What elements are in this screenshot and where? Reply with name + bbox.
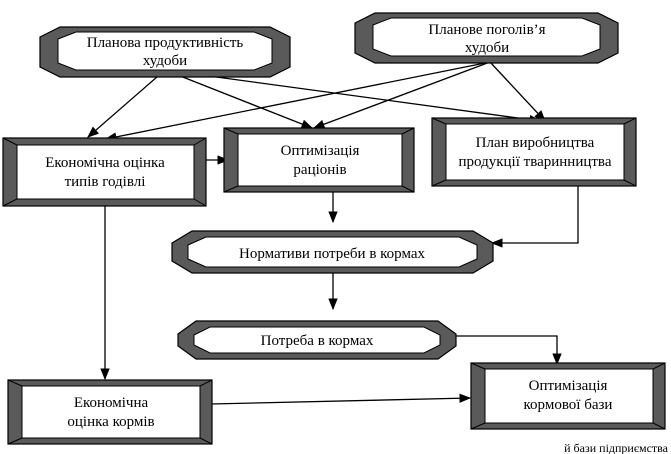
node-planned-livestock: Планове поголів’я худоби bbox=[354, 12, 619, 64]
arrow-livestock-to-production-plan bbox=[489, 61, 546, 122]
node-production-plan-line-1: План виробництва bbox=[476, 135, 595, 151]
connectors bbox=[87, 61, 579, 405]
node-planned-productivity: Планова продуктивність худоби bbox=[39, 26, 291, 78]
node-feeding-types-eval-line-1: Економічна оцінка bbox=[45, 155, 165, 171]
node-planned-livestock-line-2: худоби bbox=[465, 40, 509, 56]
node-production-plan: План виробництва продукції тваринництва bbox=[431, 117, 637, 187]
node-feed-eval: Економічна оцінка кормів bbox=[7, 379, 213, 445]
node-feed-norms-line-1: Нормативи потреби в кормах bbox=[239, 246, 426, 262]
node-planned-productivity-line-1: Планова продуктивність bbox=[87, 35, 244, 51]
arrow-productivity-to-ration bbox=[164, 69, 314, 129]
arrow-feed-eval-to-feed-base bbox=[210, 393, 472, 405]
arrow-livestock-to-feeding-eval bbox=[104, 61, 491, 142]
footer-fragment: й бази підприємства bbox=[564, 441, 669, 454]
arrow-production-plan-to-norms bbox=[490, 185, 579, 248]
node-feed-norms: Нормативи потреби в кормах bbox=[171, 230, 494, 274]
arrow-need-to-feed-base bbox=[455, 335, 562, 366]
node-feeding-types-eval-line-2: типів годівлі bbox=[65, 174, 146, 190]
node-production-plan-line-2: продукції тваринництва bbox=[459, 154, 612, 170]
node-ration-optimization: Оптимізація раціонів bbox=[223, 127, 415, 193]
node-feed-eval-line-2: оцінка кормів bbox=[67, 414, 154, 430]
node-ration-optimization-line-2: раціонів bbox=[293, 162, 346, 178]
node-feed-eval-line-1: Економічна bbox=[74, 395, 149, 411]
node-feeding-types-eval: Економічна оцінка типів годівлі bbox=[2, 137, 207, 207]
node-planned-livestock-line-1: Планове поголів’я bbox=[428, 22, 545, 38]
arrow-livestock-to-ration bbox=[312, 61, 491, 129]
arrow-productivity-to-production-plan bbox=[164, 69, 542, 125]
node-feed-need-line-1: Потреба в кормах bbox=[261, 333, 374, 349]
arrow-productivity-to-feeding-eval bbox=[87, 69, 166, 138]
node-ration-optimization-line-1: Оптимізація bbox=[281, 143, 360, 159]
node-feed-need: Потреба в кормах bbox=[177, 320, 457, 360]
node-feed-base-optimization-line-2: кормової бази bbox=[524, 397, 613, 413]
node-planned-productivity-line-2: худоби bbox=[143, 53, 187, 69]
node-feed-base-optimization: Оптимізація кормової бази bbox=[470, 362, 666, 430]
node-feed-base-optimization-line-1: Оптимізація bbox=[529, 378, 608, 394]
